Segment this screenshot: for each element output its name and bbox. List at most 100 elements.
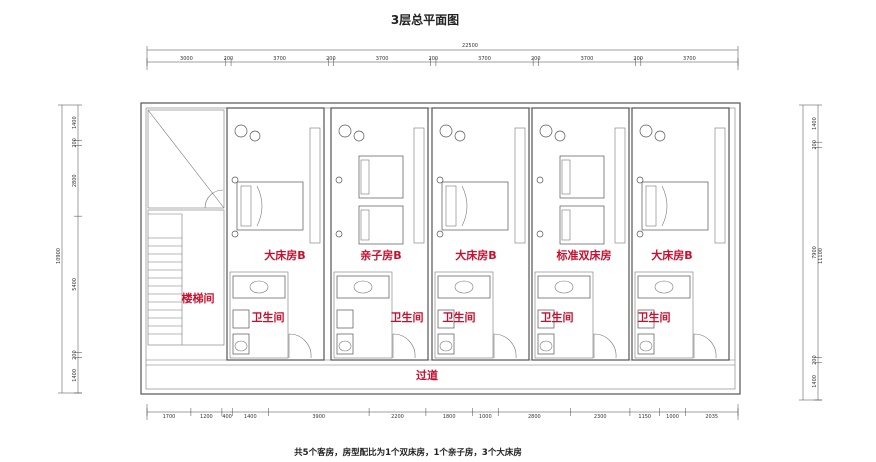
toilet [437,333,455,355]
bottom-dim-3: 400 [222,414,232,420]
top-dim-11: 3700 [683,56,696,62]
vanity [637,275,691,299]
bottom-dim-10: 2300 [594,414,607,420]
bath-label-4: 卫生间 [541,310,574,324]
side-table [249,130,261,142]
armchair [539,124,553,138]
shower [232,309,250,329]
toilet [336,333,354,355]
vanity [336,275,390,299]
stairwell [147,109,225,346]
vanity [232,275,286,299]
stair-door-swing [204,189,224,209]
plan-title: 3层总平面图 [391,12,459,27]
pillow [645,185,657,227]
vanity [537,275,591,299]
sink [353,280,373,294]
nightstand-lamp [436,176,444,184]
top-dim-3: 3700 [273,56,286,62]
room-wall [631,107,730,361]
top-dim-6: 200 [429,56,439,62]
vanity [437,275,491,299]
toilet-bowl [234,340,248,352]
top-dim-5: 3700 [376,56,389,62]
right-dim-5: 1400 [812,375,818,388]
bathroom [333,271,393,359]
left-dim-3: 2800 [72,174,78,187]
armchair [439,124,453,138]
toilet-bowl [639,340,653,352]
shower [537,309,555,329]
bathroom [229,271,289,359]
top-total-dim: 22500 [462,43,478,49]
left-total-dim: 10900 [56,248,62,264]
blanket-fold [461,185,468,227]
bed [559,155,605,199]
left-dim-2: 200 [72,138,78,148]
right-dim-3: 7900 [812,246,818,259]
bath-label-5: 卫生间 [638,310,671,324]
bottom-dim-8: 1000 [479,414,492,420]
toilet [537,333,555,355]
toilet-bowl [338,340,352,352]
armchair [234,124,248,138]
bottom-dim-12: 1000 [666,414,679,420]
bathroom [434,271,494,359]
bottom-dim-7: 1800 [443,414,456,420]
nightstand-lamp [231,176,239,184]
room-label-2: 亲子房B [360,248,401,262]
room-1 [226,107,325,361]
room-label-3: 大床房B [455,248,496,262]
nightstand-lamp [335,176,343,184]
bed [358,205,404,245]
nightstand-lamp [536,230,544,238]
bed [441,181,509,231]
pillow [561,209,571,241]
toilet [637,333,655,355]
armchair [338,124,352,138]
sink [454,280,474,294]
bottom-dim-6: 2200 [391,414,404,420]
nightstand-lamp [231,230,239,238]
blanket-fold [661,185,668,227]
bottom-dim-11: 1150 [638,414,651,420]
corridor-doors [288,333,717,359]
left-dim-5: 200 [72,350,78,360]
pillow [360,209,370,241]
bed [236,181,304,231]
bathroom [634,271,694,359]
room-3 [431,107,530,361]
pillow [360,159,370,195]
room-4 [531,107,630,361]
nightstand-lamp [636,230,644,238]
bed [559,205,605,245]
bed [641,181,709,231]
toilet-bowl [439,340,453,352]
pillow [240,185,252,227]
top-dim-2: 200 [224,56,234,62]
room-label-5: 大床房B [651,248,692,262]
entry-door-swing [593,333,617,359]
room-wall [531,107,630,361]
room-wall [431,107,530,361]
bottom-dim-13: 2035 [705,414,718,420]
right-dim-2: 200 [812,140,818,150]
left-dim-4: 5400 [72,278,78,291]
bottom-dim-2: 1200 [200,414,213,420]
nightstand-lamp [636,176,644,184]
shower [336,309,354,329]
bottom-dim-5: 3900 [312,414,325,420]
bottom-dim-4: 1400 [244,414,257,420]
nightstand-lamp [436,230,444,238]
top-dim-7: 3700 [478,56,491,62]
top-dim-9: 3700 [581,56,594,62]
wardrobe [614,127,626,244]
bed [358,155,404,199]
bottom-dim-9: 2800 [528,414,541,420]
right-dim-1: 1400 [812,117,818,130]
room-label-1: 大床房B [264,248,305,262]
side-table [454,130,466,142]
entry-door-swing [392,333,416,359]
